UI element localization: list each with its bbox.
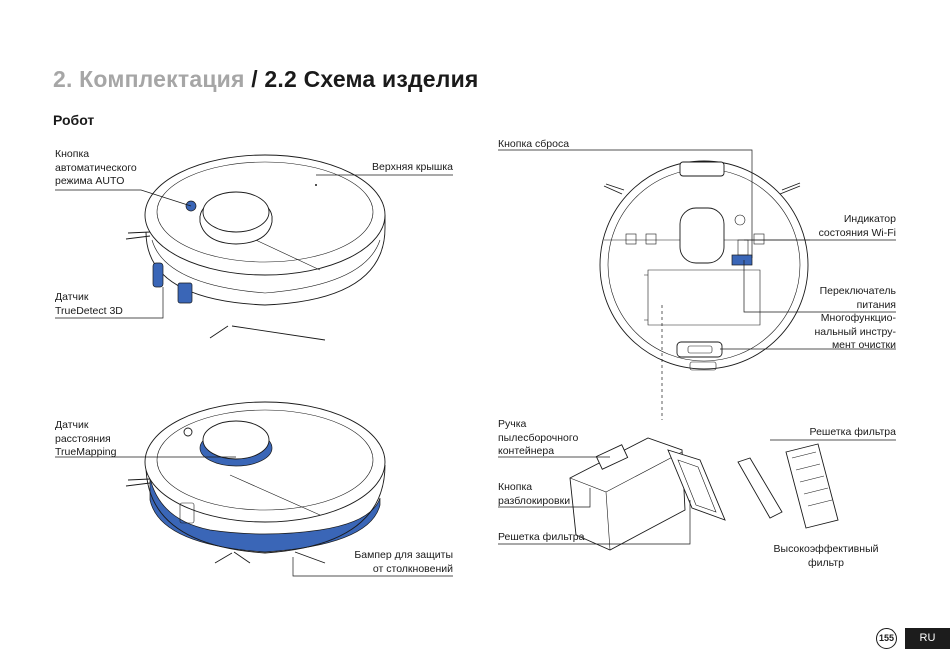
- label-truedetect: Датчик TrueDetect 3D: [55, 291, 123, 317]
- section-subtitle: Робот: [53, 112, 95, 128]
- label-filter-mesh-right: Решетка фильтра: [809, 426, 896, 438]
- robot-bottom-view-illustration: [599, 160, 810, 420]
- label-top-cover: Верхняя крышка: [372, 161, 453, 173]
- robot-side-view-illustration: [125, 401, 386, 564]
- page-number: 155: [876, 628, 897, 649]
- label-cleaning-tool: Многофункцио- нальный инстру- мент очист…: [814, 312, 896, 351]
- label-reset-button: Кнопка сброса: [498, 138, 570, 150]
- label-filter-mesh-left: Решетка фильтра: [498, 531, 585, 543]
- leader-lines: [55, 149, 896, 577]
- label-bumper: Бампер для защиты от столкновений: [354, 549, 453, 575]
- page-title: 2. Комплектация / 2.2 Схема изделия: [53, 66, 479, 92]
- label-power-switch: Переключатель питания: [819, 285, 896, 311]
- language-badge: RU: [905, 628, 950, 649]
- robot-top-view-illustration: [125, 154, 386, 341]
- label-distance-sensor: Датчик расстояния TrueMapping: [55, 419, 117, 458]
- dustbin-illustration: [569, 437, 839, 551]
- label-dustbin-handle: Ручка пылесборочного контейнера: [498, 418, 579, 457]
- label-auto-button: Кнопка автоматического режима AUTO: [55, 148, 137, 187]
- label-unlock-button: Кнопка разблокировки: [498, 481, 571, 507]
- label-wifi-indicator: Индикатор состояния Wi-Fi: [818, 213, 896, 239]
- label-hepa-filter: Высокоэффективный фильтр: [773, 543, 879, 569]
